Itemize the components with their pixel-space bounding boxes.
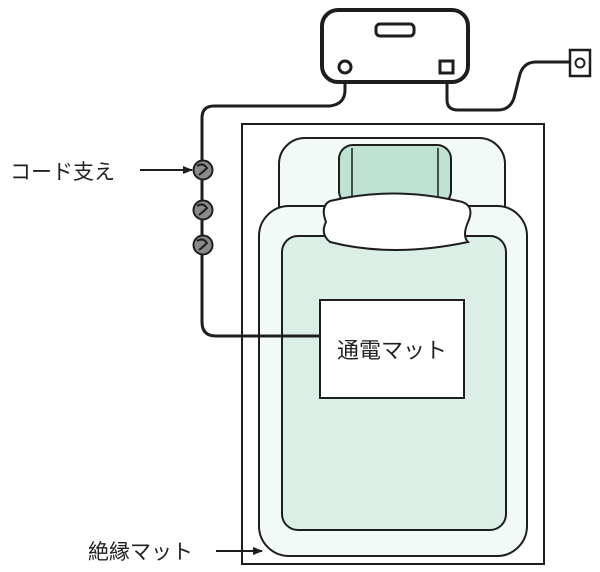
control-unit-icon — [320, 8, 470, 84]
cord-clip-icon — [192, 159, 214, 181]
outlet-cord — [445, 60, 570, 112]
cord-clip-icon — [192, 234, 214, 256]
insulating-mat-label: 絶縁マット — [88, 540, 193, 564]
wall-outlet-icon — [568, 48, 592, 78]
cord-support-label: コード支え — [10, 160, 115, 184]
blanket-fold — [322, 192, 472, 251]
conductive-mat-label: 通電マット — [337, 339, 447, 364]
power-cord — [200, 74, 347, 338]
conductive-mat-label-box — [319, 299, 465, 399]
cord-clip-icon — [192, 199, 214, 221]
